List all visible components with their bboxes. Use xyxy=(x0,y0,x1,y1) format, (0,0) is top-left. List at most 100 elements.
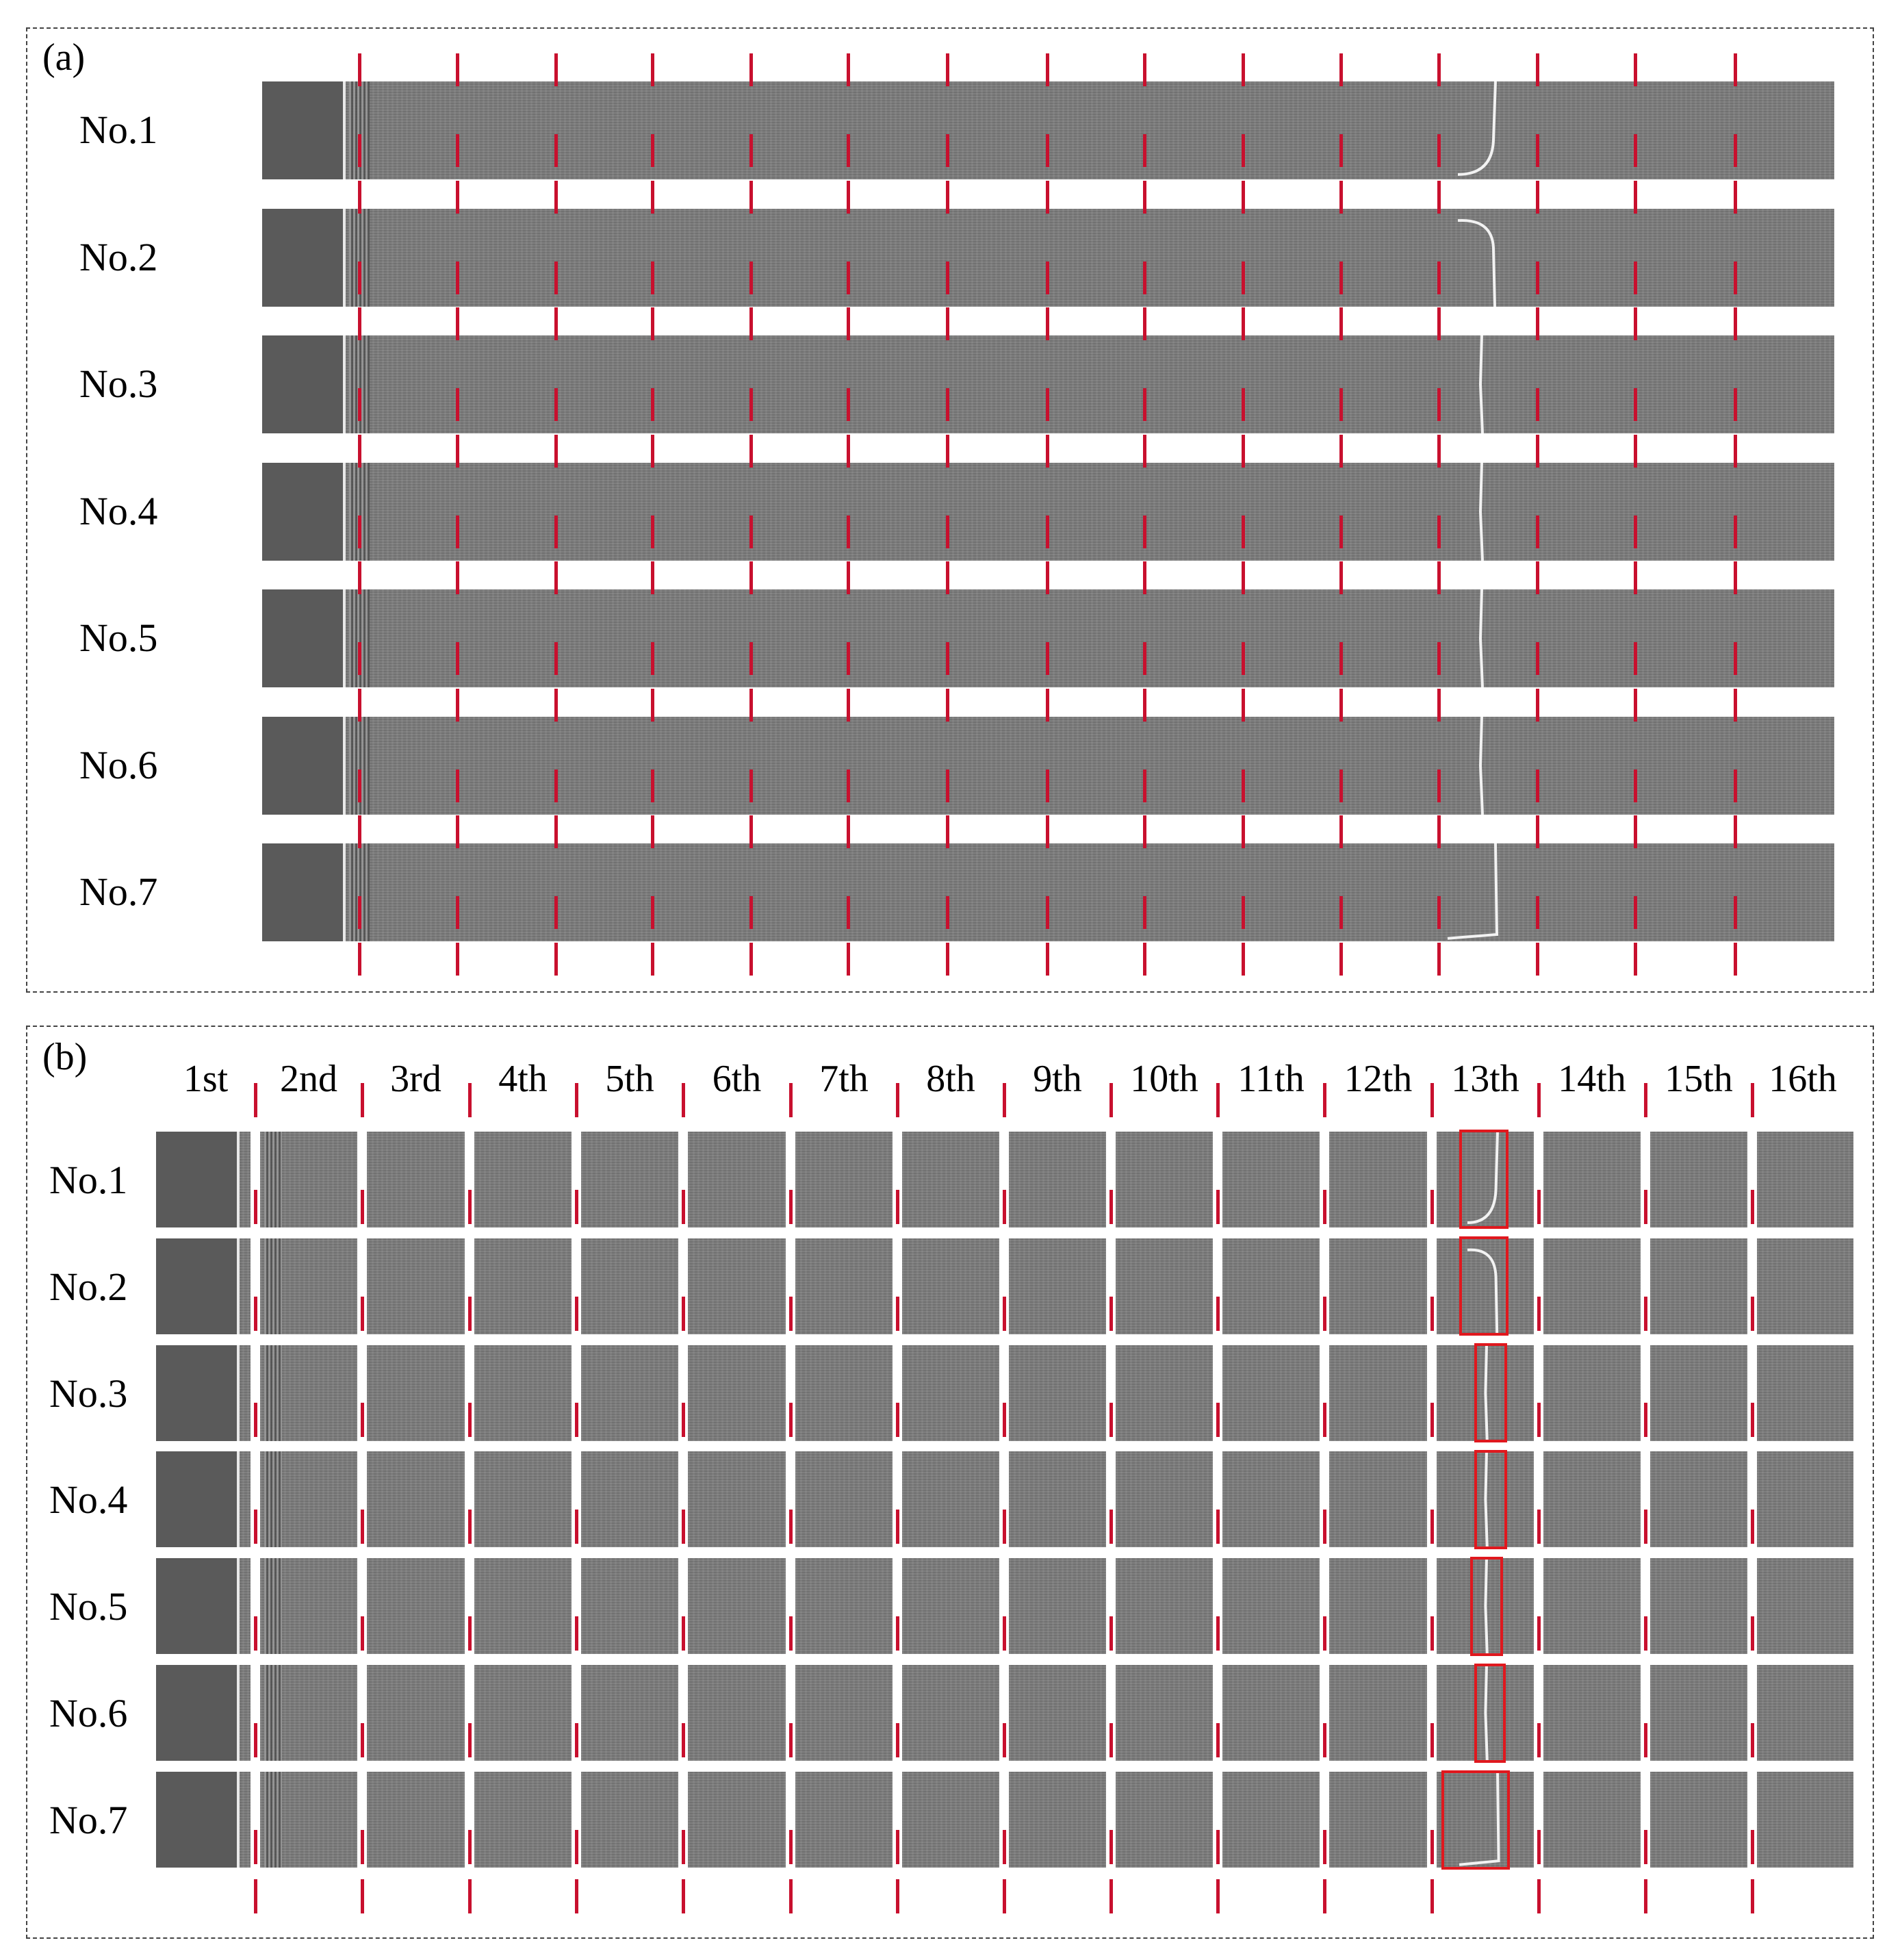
cut-line-b xyxy=(1751,1189,1754,1224)
cut-line-b xyxy=(1644,1879,1647,1913)
sample-label-b: No.2 xyxy=(49,1264,128,1309)
cut-line-a xyxy=(1734,642,1737,675)
cut-line-a xyxy=(1339,896,1343,929)
cut-line-a xyxy=(946,515,949,548)
cut-line-a xyxy=(847,815,850,848)
segment-tile xyxy=(795,1132,893,1227)
cut-line-b xyxy=(789,1189,793,1224)
strip-band xyxy=(264,1132,282,1227)
sample-label-a: No.6 xyxy=(79,742,158,787)
cut-line-a xyxy=(1143,815,1146,848)
segment-tile xyxy=(1543,1345,1641,1441)
cut-line-a xyxy=(1437,561,1441,594)
cut-line-a xyxy=(651,134,654,167)
segment-label: 15th xyxy=(1665,1058,1733,1100)
cut-line-a xyxy=(1143,896,1146,929)
segment-tile xyxy=(156,1132,251,1227)
cut-line-b xyxy=(468,1189,472,1224)
strip-end-dark xyxy=(156,1132,237,1227)
strip-end-dark xyxy=(262,462,343,561)
cut-line-a xyxy=(456,769,459,802)
segment-tile xyxy=(474,1451,572,1548)
segment-tile xyxy=(902,1132,999,1227)
cut-line-b xyxy=(1003,1189,1006,1224)
segment-tile xyxy=(260,1665,357,1761)
cut-line-a xyxy=(554,896,558,929)
segment-tile xyxy=(156,1345,251,1441)
segment-tile xyxy=(1222,1771,1320,1868)
segment-tile xyxy=(367,1132,465,1227)
segment-tile xyxy=(1329,1132,1427,1227)
sample-label-a: No.2 xyxy=(79,234,158,279)
cut-line-a xyxy=(1437,134,1441,167)
strip-edge-line xyxy=(343,335,346,433)
cut-line-a xyxy=(1242,688,1245,722)
segment-tile xyxy=(367,1451,465,1548)
segment-tile xyxy=(688,1345,786,1441)
cut-line-b xyxy=(1430,1722,1434,1757)
segment-tile xyxy=(1329,1771,1427,1868)
crack-highlight-box xyxy=(1470,1557,1503,1656)
cut-line-a xyxy=(1734,134,1737,167)
sample-label-b: No.4 xyxy=(49,1477,128,1523)
segment-tile xyxy=(1650,1771,1747,1868)
cut-line-b xyxy=(1537,1296,1541,1331)
cut-line-a xyxy=(946,815,949,848)
sample-label-a: No.5 xyxy=(79,615,158,660)
cut-line-a xyxy=(1536,261,1539,294)
crack-mark xyxy=(1478,716,1484,815)
cut-line-b xyxy=(1323,1189,1326,1224)
segment-tile xyxy=(1757,1132,1853,1227)
cut-line-b xyxy=(575,1083,578,1117)
cut-line-b xyxy=(682,1510,685,1544)
cut-line-a xyxy=(554,53,558,86)
strip-edge-line xyxy=(237,1132,240,1227)
cut-line-a xyxy=(1339,769,1343,802)
cut-line-b xyxy=(1216,1189,1220,1224)
cut-line-b xyxy=(1323,1296,1326,1331)
cut-line-a xyxy=(1339,942,1343,976)
cut-line-b xyxy=(1323,1616,1326,1651)
strip-band xyxy=(264,1238,282,1334)
segment-tile xyxy=(902,1558,999,1655)
cut-line-b xyxy=(1109,1510,1113,1544)
cut-line-a xyxy=(749,180,753,214)
cut-line-b xyxy=(254,1722,257,1757)
cut-line-a xyxy=(1634,53,1637,86)
segment-tile xyxy=(1009,1558,1106,1655)
cut-line-a xyxy=(358,53,361,86)
cut-line-a xyxy=(651,53,654,86)
strip-end-dark xyxy=(262,589,343,687)
cut-line-b xyxy=(1537,1083,1541,1117)
cut-line-a xyxy=(456,642,459,675)
cut-line-a xyxy=(358,688,361,722)
cut-line-b xyxy=(1644,1510,1647,1544)
cut-line-a xyxy=(1437,180,1441,214)
cut-line-a xyxy=(847,896,850,929)
cut-line-a xyxy=(456,815,459,848)
cut-line-b xyxy=(682,1296,685,1331)
cut-line-a xyxy=(456,307,459,340)
cut-line-a xyxy=(456,688,459,722)
cut-line-a xyxy=(749,942,753,976)
cut-line-b xyxy=(896,1879,899,1913)
segment-tile xyxy=(795,1238,893,1334)
cut-line-a xyxy=(1143,434,1146,468)
segment-tile xyxy=(1543,1451,1641,1548)
cut-line-a xyxy=(749,561,753,594)
cut-line-a xyxy=(847,769,850,802)
cut-line-a xyxy=(554,561,558,594)
cut-line-b xyxy=(896,1189,899,1224)
cut-line-b xyxy=(468,1510,472,1544)
segment-tile xyxy=(1116,1771,1213,1868)
segment-tile xyxy=(581,1132,678,1227)
cut-line-a xyxy=(554,307,558,340)
segment-tile xyxy=(902,1345,999,1441)
cut-line-b xyxy=(1323,1083,1326,1117)
crack-highlight-box xyxy=(1474,1664,1506,1763)
cut-line-a xyxy=(1536,942,1539,976)
segment-tile xyxy=(260,1238,357,1334)
panel-a-label: (a) xyxy=(42,36,86,79)
cut-line-a xyxy=(1046,261,1049,294)
cut-line-a xyxy=(554,642,558,675)
